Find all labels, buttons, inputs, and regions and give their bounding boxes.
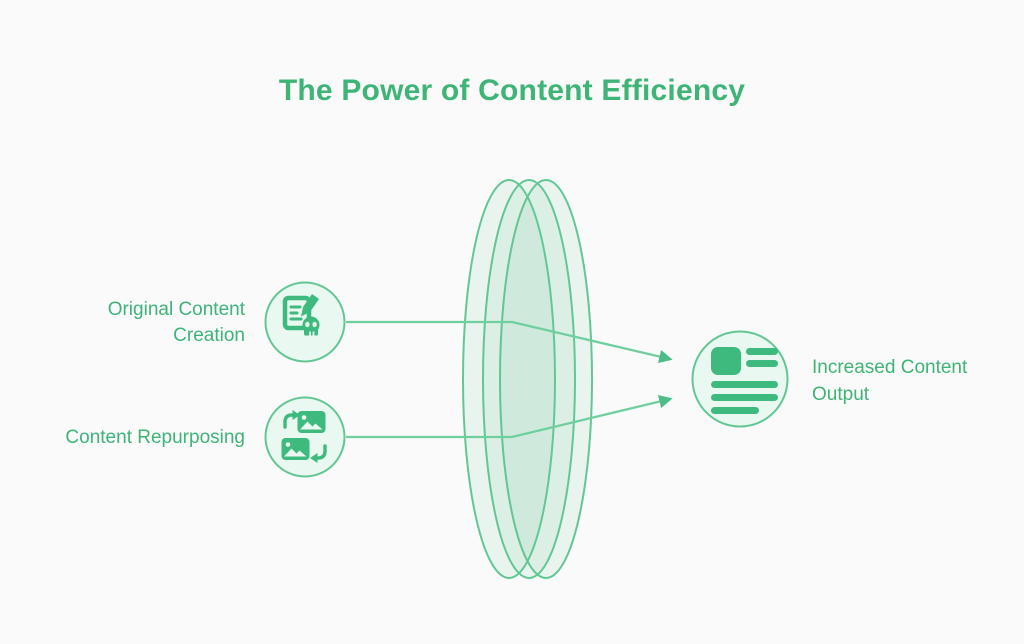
- convex-lens-3d-icon: [462, 179, 593, 579]
- ray-original-to-output: [346, 320, 673, 364]
- ray-repurposing-to-output: [346, 394, 673, 439]
- original-content-creation-node: [264, 281, 346, 363]
- label-increased-content-output: Increased Content Output: [812, 357, 968, 405]
- increased-content-output-node: [691, 330, 789, 428]
- node-circle: [264, 396, 346, 478]
- content-repurposing-node: [264, 396, 346, 478]
- label-original-content-creation: Original Content Creation: [107, 299, 245, 346]
- lens-front-ellipse: [462, 179, 556, 579]
- document-pencil-skull-icon: [282, 294, 320, 336]
- images-swap-icon: [281, 410, 327, 463]
- label-content-repurposing: Content Repurposing: [65, 427, 245, 448]
- page-title: The Power of Content Efficiency: [278, 74, 746, 107]
- article-layout-icon: [711, 347, 778, 414]
- lens-mid-ellipse: [482, 179, 576, 579]
